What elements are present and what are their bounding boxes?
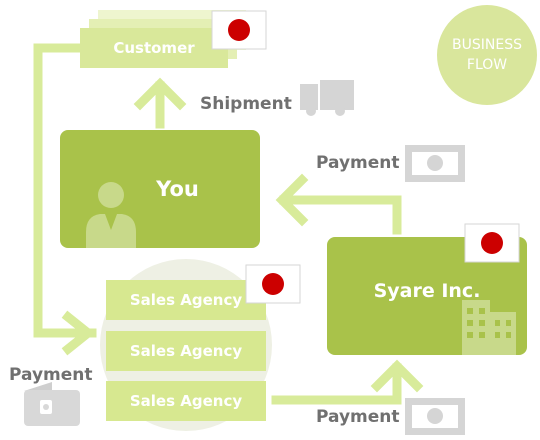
customer-label: Customer: [113, 39, 195, 57]
arrow-agency-to-syare: [271, 363, 402, 405]
wallet-icon: [24, 382, 80, 426]
arrow-agency-to-syare-head: [370, 359, 424, 393]
customer-box: Customer: [80, 28, 228, 68]
cash-icon: [405, 398, 465, 435]
cash-icon: [405, 145, 465, 182]
sales-agency-label: Sales Agency: [129, 392, 243, 410]
syare-box: Syare Inc.: [327, 237, 527, 355]
sales-agency-label: Sales Agency: [129, 291, 243, 309]
arrow-syare-to-you: [279, 195, 402, 235]
arrow-customer-to-agency: [33, 43, 97, 338]
you-label: You: [156, 177, 199, 201]
shipment-label: Shipment: [200, 94, 292, 114]
badge-line-1: BUSINESS: [452, 37, 522, 53]
badge-line-2: FLOW: [466, 57, 508, 73]
arrow-you-to-customer-head: [133, 77, 187, 111]
business-flow-badge: BUSINESS FLOW: [437, 5, 537, 105]
you-box: You: [60, 130, 260, 248]
payment-label: Payment: [9, 365, 93, 385]
sales-agency-box: Sales Agency: [106, 280, 266, 320]
payment-label: Payment: [316, 407, 400, 427]
sales-agency-box: Sales Agency: [106, 331, 266, 371]
truck-icon: [300, 80, 354, 116]
syare-label: Syare Inc.: [373, 280, 481, 302]
arrow-customer-to-agency-head: [61, 310, 96, 356]
arrow-syare-to-you-head: [275, 173, 309, 227]
sales-agency-label: Sales Agency: [129, 342, 243, 360]
sales-agency-box: Sales Agency: [106, 381, 266, 421]
payment-label: Payment: [316, 153, 400, 173]
